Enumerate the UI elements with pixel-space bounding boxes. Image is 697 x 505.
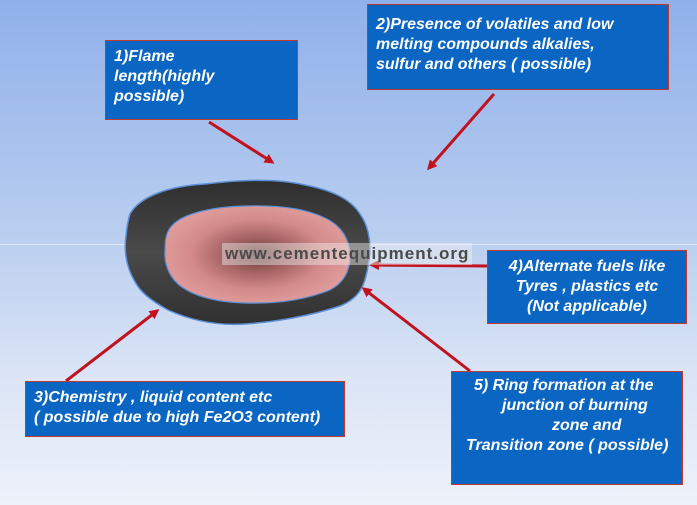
callout-line: 1)Flame <box>114 48 175 65</box>
callout-line: length(highly <box>114 68 215 85</box>
callout-line: junction of burning <box>502 397 648 414</box>
arrow-ring-formation <box>361 287 471 373</box>
callout-line: sulfur and others ( possible) <box>376 56 592 73</box>
callout-line: 2)Presence of volatiles and low <box>376 16 614 33</box>
callout-line: zone and <box>552 417 622 434</box>
arrow-alternate-fuels <box>369 260 488 271</box>
callout-ring-formation: 5) Ring formation at the junction of bur… <box>451 371 683 485</box>
watermark-text: www.cementequipment.org <box>222 243 473 265</box>
callout-chemistry: 3)Chemistry , liquid content etc ( possi… <box>25 381 345 437</box>
callout-line: Transition zone ( possible) <box>466 437 669 454</box>
callout-line: Tyres , plastics etc <box>515 278 659 295</box>
callout-line: 4)Alternate fuels like <box>508 258 666 275</box>
callout-line: (Not applicable) <box>526 298 647 315</box>
callout-alternate-fuels: 4)Alternate fuels like Tyres , plastics … <box>487 250 687 324</box>
callout-volatiles: 2)Presence of volatiles and low melting … <box>367 4 669 90</box>
callout-line: 3)Chemistry , liquid content etc <box>34 389 273 406</box>
callout-line: possible) <box>114 88 185 105</box>
ring-inner-lining <box>164 205 351 304</box>
callout-line: 5) Ring formation at the <box>474 377 654 394</box>
callout-line: ( possible due to high Fe2O3 content) <box>34 409 321 426</box>
arrow-flame <box>208 120 275 164</box>
callout-line: melting compounds alkalies, <box>376 36 595 53</box>
callout-flame-length: 1)Flame length(highly possible) <box>105 40 298 120</box>
arrow-volatiles <box>427 93 496 171</box>
arrow-chemistry <box>65 309 160 383</box>
